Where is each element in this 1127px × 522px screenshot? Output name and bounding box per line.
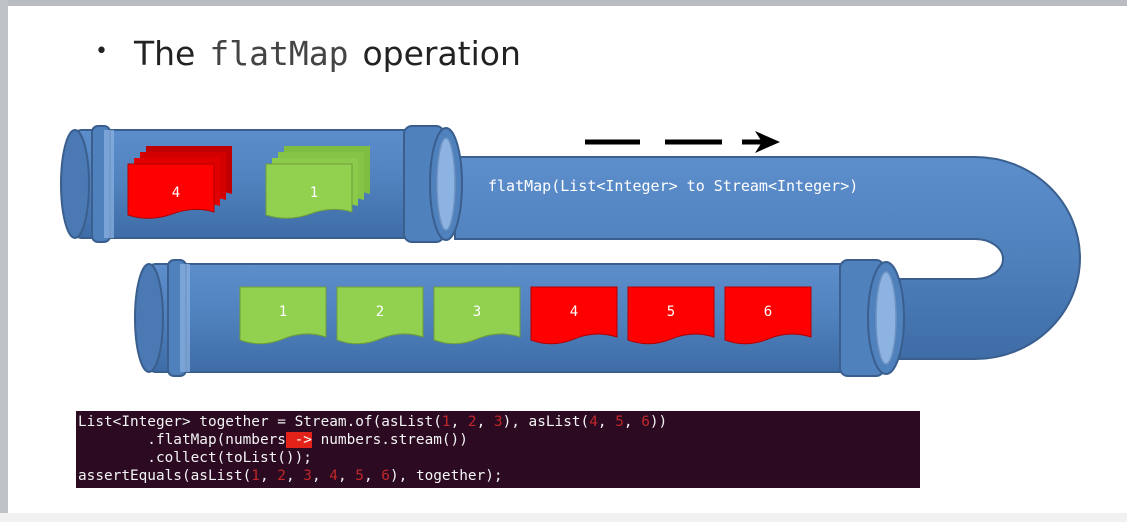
bullet-icon: • (95, 39, 108, 64)
code-arrow-highlight: -> (285, 432, 312, 448)
bottom-item: 1 (239, 286, 327, 345)
code-block: List<Integer> together = Stream.of(asLis… (76, 411, 920, 488)
code-number: 3 (303, 468, 312, 484)
code-number: 1 (441, 414, 451, 430)
bottom-items: 1 2 3 4 5 6 (239, 286, 812, 345)
green-list-stack: 1 (265, 146, 370, 219)
bottom-item-label: 3 (473, 304, 481, 320)
code-line-1: List<Integer> together = Stream.of(asLis… (78, 414, 667, 430)
bottom-item-label: 4 (570, 304, 578, 320)
direction-arrow-icon (585, 131, 780, 153)
code-token: .flatMap(numbers (78, 432, 286, 448)
bottom-item-label: 2 (376, 304, 384, 320)
pipe-label: flatMap(List<Integer> to Stream<Integer>… (488, 177, 858, 195)
bottom-item-shape (530, 286, 618, 345)
code-token: assertEquals(asList( (78, 468, 252, 484)
code-token: , (623, 414, 642, 430)
code-token: , (337, 468, 356, 484)
slide-title: • The flatMap operation (95, 34, 521, 73)
bottom-item: 5 (627, 286, 715, 345)
green-stack-label: 1 (310, 185, 318, 201)
code-number: 4 (589, 414, 598, 430)
bottom-item-label: 1 (279, 304, 287, 320)
connector-pipe (454, 156, 1081, 360)
code-number: 6 (641, 414, 650, 430)
bottom-item-shape (239, 286, 327, 345)
title-text-after: operation (362, 34, 521, 73)
bottom-item-shape (433, 286, 521, 345)
code-number: 5 (355, 468, 364, 484)
bottom-item: 4 (530, 286, 618, 345)
red-list-stack: 4 (127, 146, 232, 219)
code-token: ), together); (389, 468, 503, 484)
code-number: 4 (329, 468, 338, 484)
bottom-item-label: 6 (764, 304, 772, 320)
bottom-item-label: 5 (667, 304, 675, 320)
title-text-before: The (133, 34, 196, 73)
code-number: 2 (467, 414, 477, 430)
code-line-4: assertEquals(asList(1, 2, 3, 4, 5, 6), t… (78, 468, 503, 484)
code-number: 3 (493, 414, 503, 430)
bottom-item-shape (627, 286, 715, 345)
code-line-2: .flatMap(numbers -> numbers.stream()) (78, 432, 468, 448)
slide-frame-bottom (0, 513, 1127, 522)
code-token: List<Integer> together = Stream.of(asLis… (78, 414, 442, 430)
slide-frame-top (0, 0, 1127, 6)
code-token: numbers.stream()) (311, 432, 468, 448)
code-token: , (597, 414, 616, 430)
code-token: , (476, 414, 494, 430)
code-token: , (450, 414, 468, 430)
code-token: ), asList( (502, 414, 590, 430)
bottom-item: 3 (433, 286, 521, 345)
bottom-item-shape (336, 286, 424, 345)
code-token: , (259, 468, 278, 484)
slide-frame-left (0, 0, 8, 522)
code-token: , (311, 468, 330, 484)
code-token: , (285, 468, 304, 484)
code-number: 5 (615, 414, 624, 430)
code-number: 2 (277, 468, 286, 484)
code-token: )) (649, 414, 668, 430)
code-line-3: .collect(toList()); (78, 450, 312, 466)
bottom-item-shape (724, 286, 812, 345)
code-number: 6 (381, 468, 390, 484)
title-code: flatMap (209, 34, 349, 73)
bottom-item: 6 (724, 286, 812, 345)
top-tube (60, 125, 463, 243)
code-token: , (363, 468, 382, 484)
code-number: 1 (251, 468, 260, 484)
red-stack-label: 4 (172, 185, 180, 201)
bottom-item: 2 (336, 286, 424, 345)
